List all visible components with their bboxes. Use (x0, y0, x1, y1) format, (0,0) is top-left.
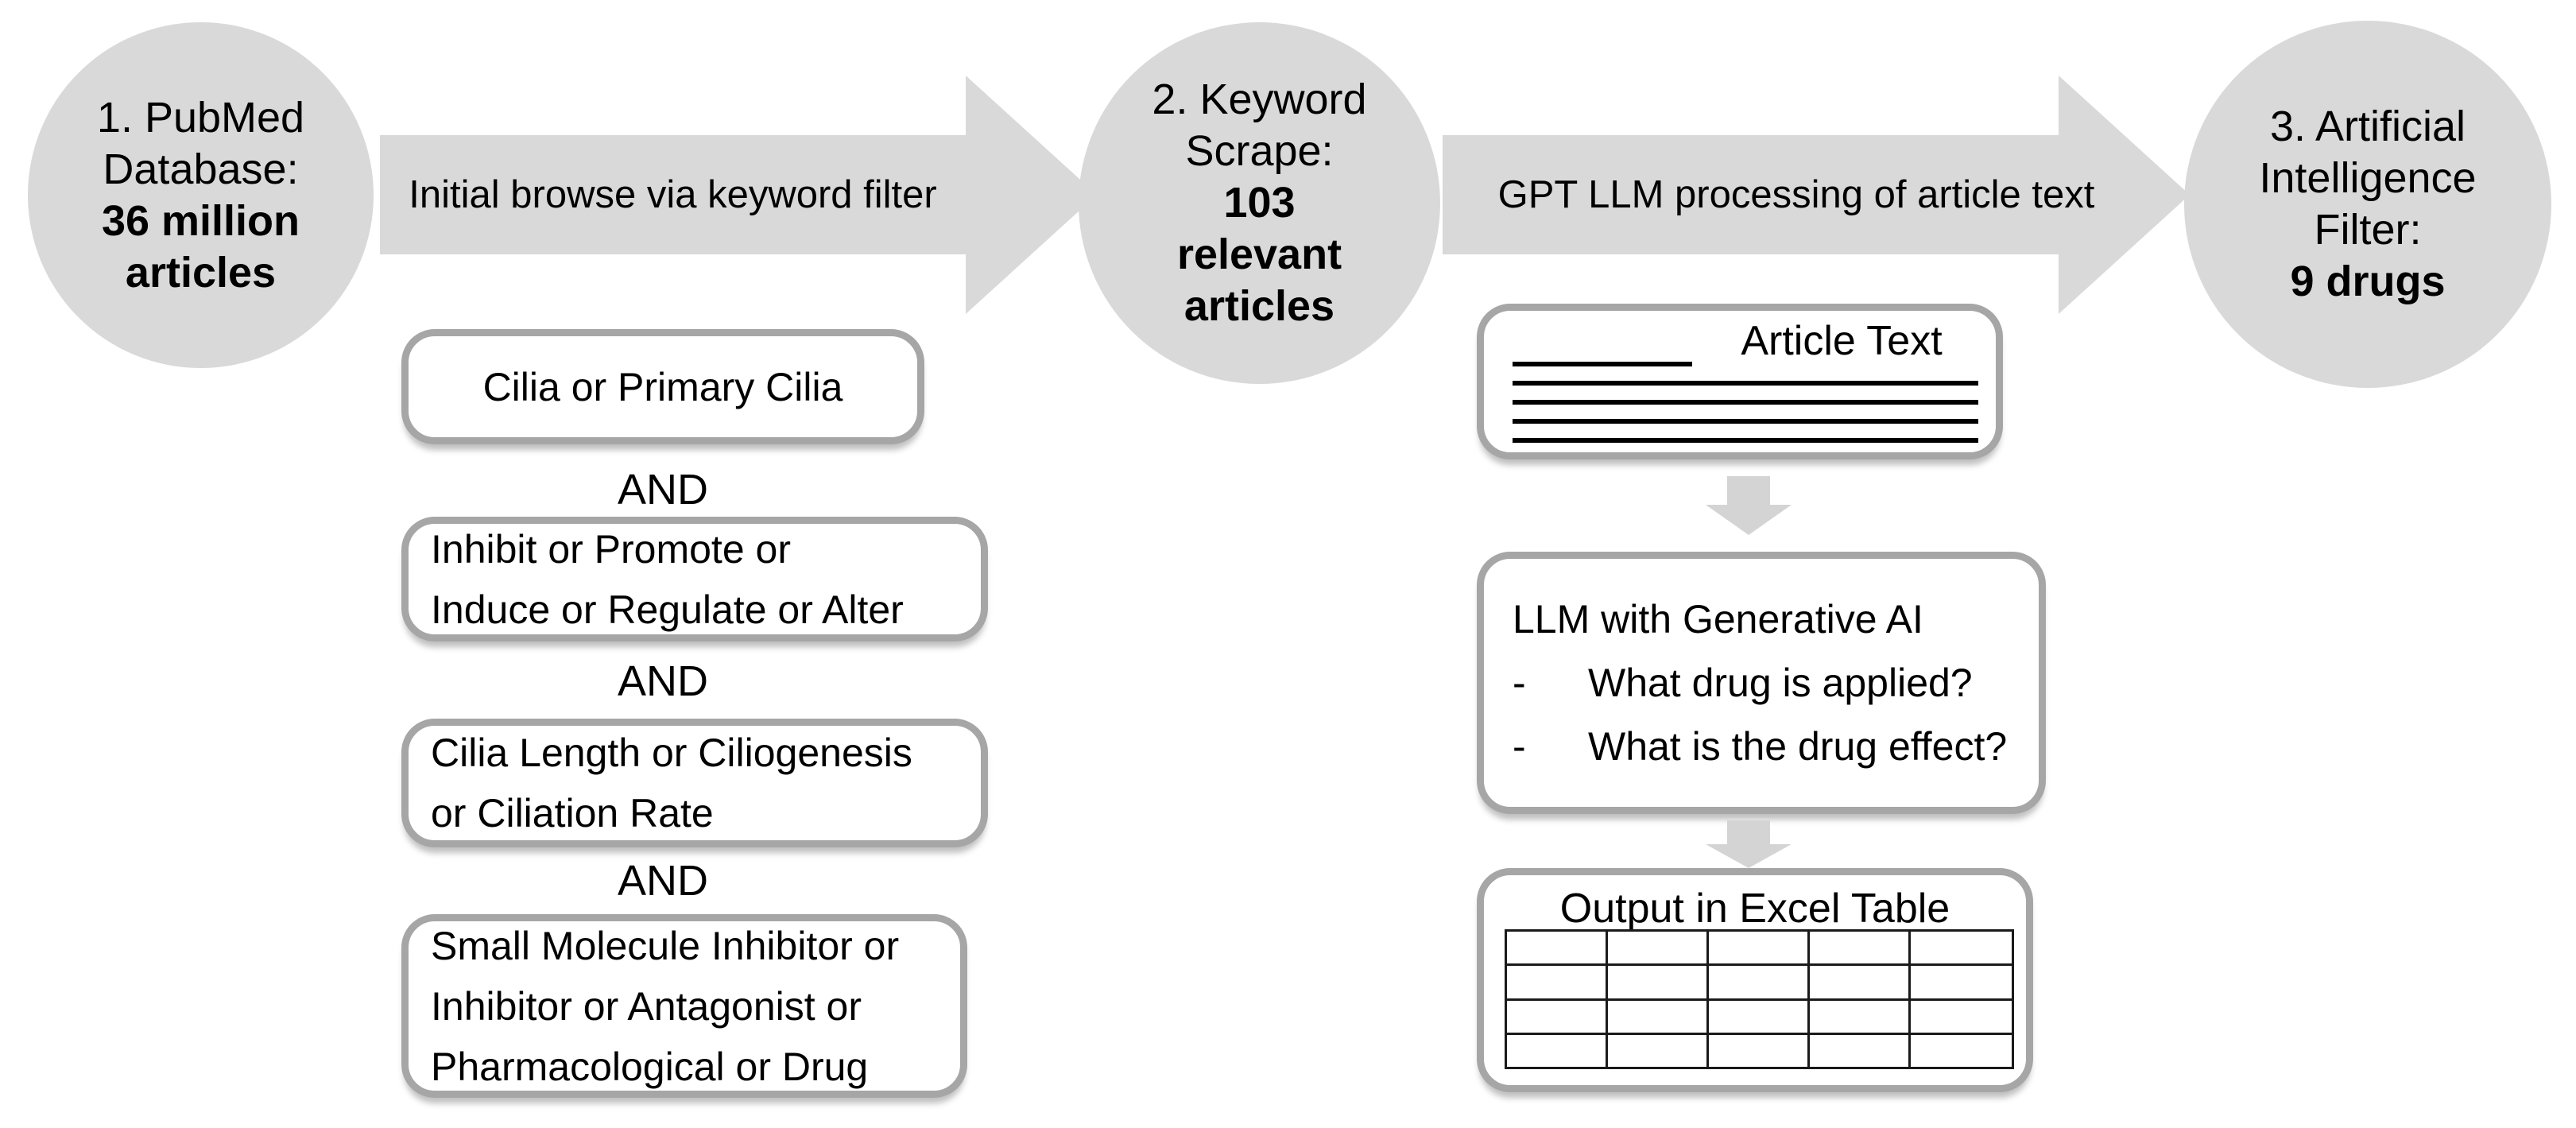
stage2-line1: 2. Keyword (1152, 76, 1367, 123)
stage2-count-line1: 103 (1223, 179, 1296, 227)
stage3-line2: Intelligence (2259, 154, 2477, 202)
stage2-line2: Scrape: (1185, 127, 1334, 175)
article-text-blank-line (1513, 362, 1692, 366)
article-text-line (1513, 438, 1978, 443)
excel-grid (1505, 929, 2014, 1069)
stage2-count-line3: articles (1183, 282, 1335, 330)
stage2-count-line2: relevant (1176, 231, 1342, 278)
bullet-dash: - (1513, 724, 1526, 769)
excel-output-box: Output in Excel Table (1477, 868, 2033, 1092)
excel-grid-cell (1911, 932, 2012, 967)
llm-box-title: LLM with Generative AI (1513, 597, 1923, 642)
stage3-line1: 3. Artificial (2269, 103, 2466, 150)
down-arrow-1-stem (1727, 476, 1770, 505)
down-arrow-2-stem (1727, 820, 1770, 844)
excel-grid-cell (1911, 1001, 2012, 1035)
excel-grid-cell (1608, 932, 1709, 967)
excel-grid-cell (1608, 966, 1709, 1001)
article-text-line (1513, 381, 1978, 386)
excel-grid-cell (1507, 1034, 1608, 1067)
keyword-box-cilia-length-line2: or Ciliation Rate (431, 791, 714, 835)
and-connector-1: AND (617, 466, 708, 514)
keyword-box-inhibitor-line3: Pharmacological or Drug (431, 1044, 869, 1089)
excel-grid-cell (1709, 1000, 1810, 1035)
excel-grid-cell (1911, 966, 2012, 1001)
stage1-line2: Database: (103, 145, 299, 193)
keyword-box-cilia-length: Cilia Length or Ciliogenesis or Ciliatio… (401, 719, 988, 847)
keyword-box-cilia-line1: Cilia or Primary Cilia (482, 364, 843, 409)
down-arrow-2-head (1706, 844, 1792, 868)
stage1-count-line2: articles (125, 248, 277, 297)
keyword-box-inhibitor: Small Molecule Inhibitor or Inhibitor or… (401, 914, 967, 1098)
article-text-title: Article Text (1741, 318, 1943, 364)
keyword-box-verbs: Inhibit or Promote or Induce or Regulate… (401, 517, 988, 642)
arrow-initial-browse-label: Initial browse via keyword filter (409, 173, 937, 216)
llm-generative-ai-box: LLM with Generative AI - What drug is ap… (1477, 552, 2046, 814)
stage3-line3: Filter: (2314, 206, 2422, 254)
keyword-box-cilia-length-line1: Cilia Length or Ciliogenesis (431, 731, 912, 775)
arrow-initial-browse-head (966, 76, 1097, 314)
excel-output-title: Output in Excel Table (1559, 886, 1950, 932)
down-arrow-1-head (1706, 505, 1792, 535)
excel-grid-cell (1608, 1034, 1709, 1067)
article-text-line (1513, 419, 1978, 424)
arrow-gpt-processing-label: GPT LLM processing of article text (1497, 173, 2095, 216)
and-connector-2: AND (617, 657, 708, 705)
keyword-box-verbs-line1: Inhibit or Promote or (431, 526, 791, 572)
stage-circle-keyword-scrape: 2. Keyword Scrape: 103 relevant articles (1079, 22, 1440, 384)
arrow-initial-browse-body (380, 135, 966, 254)
excel-grid-cell (1810, 966, 1911, 1001)
article-text-line (1513, 400, 1978, 405)
keyword-box-inhibitor-line2: Inhibitor or Antagonist or (431, 983, 862, 1029)
excel-grid-cell (1709, 966, 1810, 1001)
stage-circle-ai-filter: 3. Artificial Intelligence Filter: 9 dru… (2184, 21, 2551, 388)
stage3-count-line1: 9 drugs (2290, 258, 2446, 305)
arrow-gpt-processing-head (2059, 76, 2190, 314)
excel-grid-cell (1911, 1035, 2012, 1067)
llm-bullet-1: - What drug is applied? (1513, 661, 2023, 705)
keyword-box-inhibitor-line1: Small Molecule Inhibitor or (431, 923, 900, 968)
and-connector-3: AND (617, 857, 708, 905)
excel-grid-cell (1507, 932, 1608, 967)
excel-grid-cell (1608, 1000, 1709, 1035)
excel-grid-cell (1810, 1034, 1911, 1067)
excel-grid-cell (1709, 932, 1810, 967)
excel-grid-cell (1709, 1034, 1810, 1067)
keyword-box-verbs-line2: Induce or Regulate or Alter (431, 587, 904, 632)
bullet-dash: - (1513, 661, 1526, 705)
excel-grid-cell (1507, 966, 1608, 1001)
stage1-count-line1: 36 million (101, 196, 300, 245)
keyword-box-cilia: Cilia or Primary Cilia (401, 329, 924, 444)
llm-bullet-2-text: What is the drug effect? (1588, 724, 2008, 769)
arrow-gpt-processing-body (1443, 135, 2059, 254)
llm-bullet-2: - What is the drug effect? (1513, 724, 2023, 769)
excel-grid-cell (1507, 1000, 1608, 1035)
stage1-line1: 1. PubMed (96, 93, 305, 141)
stage-circle-pubmed: 1. PubMed Database: 36 million articles (28, 22, 374, 368)
article-text-box: Article Text (1477, 304, 2003, 459)
excel-grid-cell (1810, 932, 1911, 967)
llm-bullet-1-text: What drug is applied? (1588, 661, 1973, 705)
excel-grid-cell (1810, 1000, 1911, 1035)
